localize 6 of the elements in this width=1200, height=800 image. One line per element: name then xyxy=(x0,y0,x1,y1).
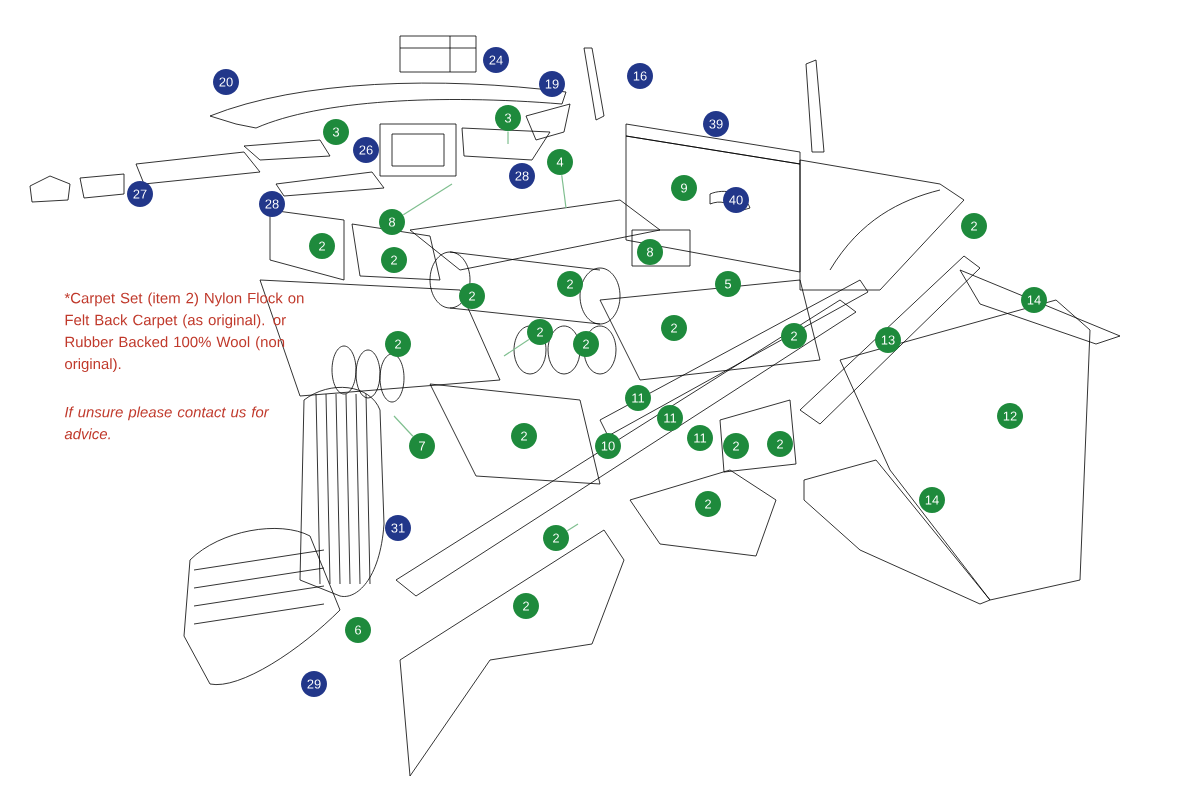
leader-line xyxy=(566,523,579,532)
leader-line xyxy=(393,415,414,437)
leader-line xyxy=(503,338,530,357)
leader-line xyxy=(402,183,453,216)
leader-line xyxy=(561,174,567,209)
leader-line xyxy=(507,130,509,145)
